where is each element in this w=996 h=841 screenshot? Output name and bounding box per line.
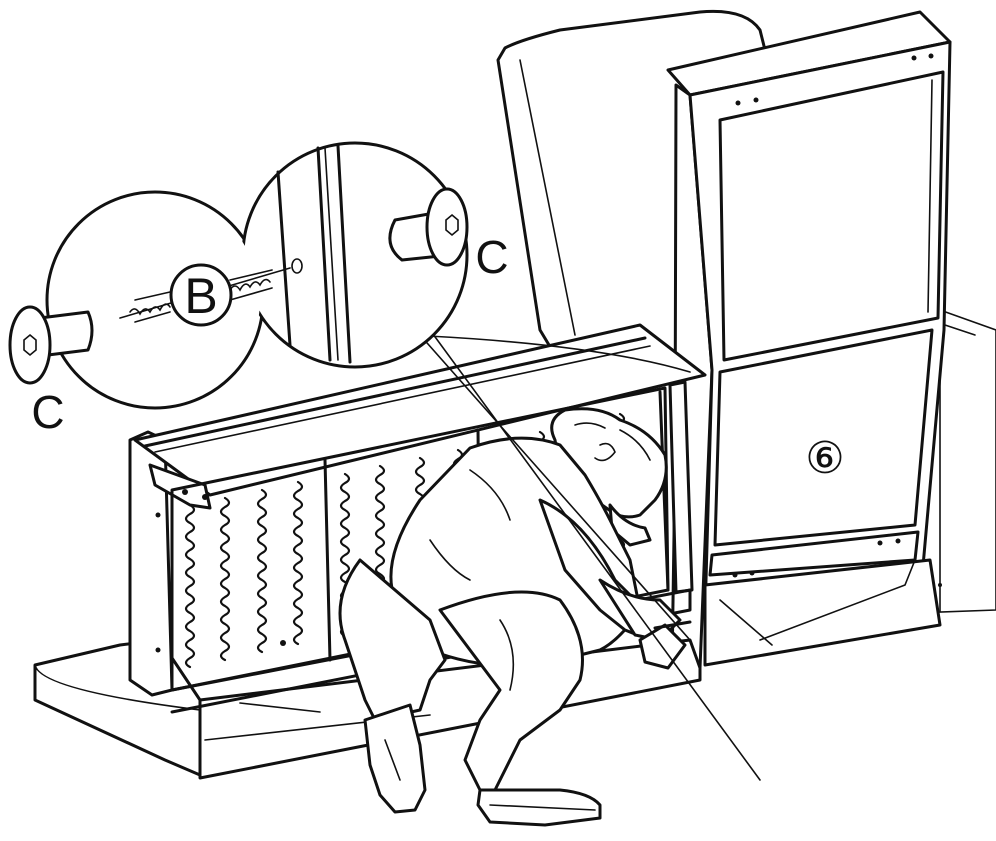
spring — [256, 488, 268, 654]
spring — [219, 496, 231, 662]
screw-c-left-icon — [8, 305, 94, 385]
callout-leader-lines — [419, 329, 761, 781]
seat-frame — [33, 323, 707, 780]
spring — [184, 503, 196, 669]
spring — [292, 480, 304, 646]
screw-left-label: C — [31, 386, 64, 438]
bolt-callout-circle — [169, 263, 233, 327]
detail-magnifier — [45, 141, 469, 410]
back-module-6 — [666, 10, 952, 670]
screw-right-label: C — [475, 231, 508, 283]
part-number-label: ⑥ — [805, 434, 844, 483]
screw-c-right-icon — [388, 187, 469, 267]
kneeling-worker — [338, 407, 692, 827]
bolt-label: B — [184, 268, 217, 324]
